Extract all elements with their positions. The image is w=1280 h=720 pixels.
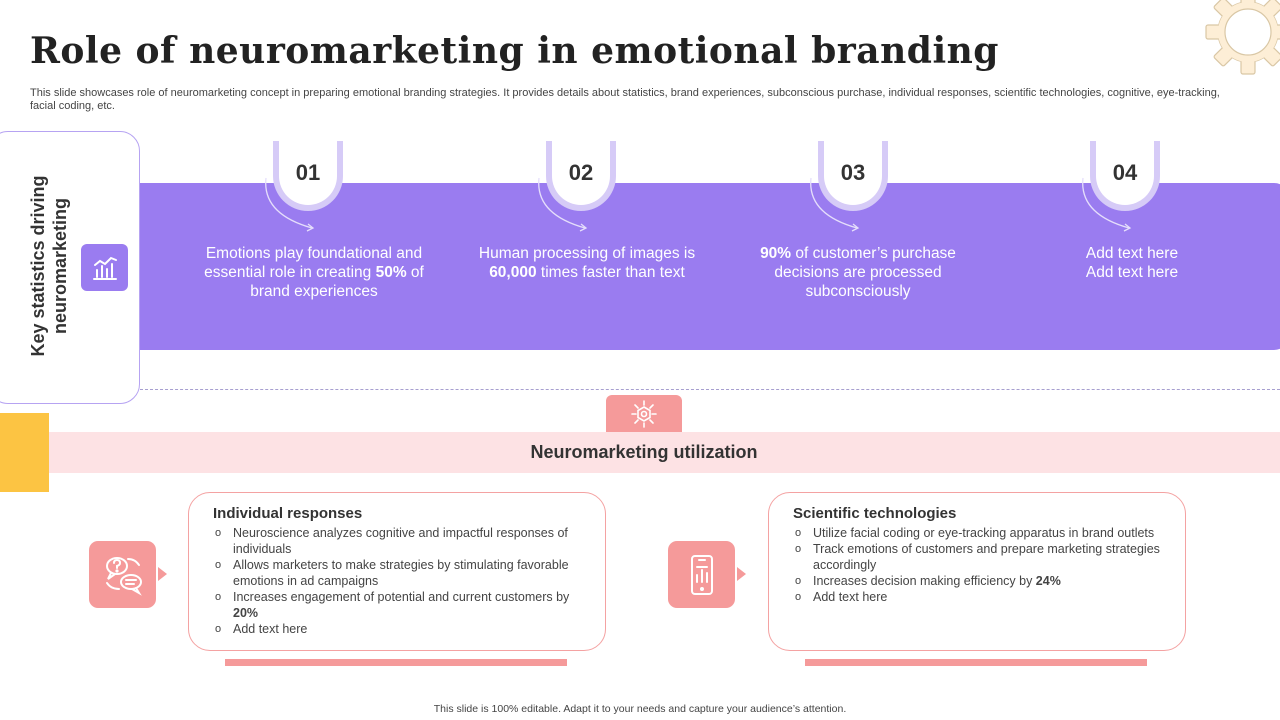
stat-text-02: Human processing of images is 60,000 tim… xyxy=(478,245,696,281)
stat-number-04: 04 xyxy=(1096,141,1154,205)
stat-number-01: 01 xyxy=(279,141,337,205)
utilization-title: Neuromarketing utilization xyxy=(530,442,758,462)
bullet-icon: o xyxy=(215,527,222,539)
page-subtitle: This slide showcases role of neuromarket… xyxy=(30,87,1220,112)
stat-number-tab-03: 03 xyxy=(818,141,888,211)
gear-icon xyxy=(1205,0,1280,75)
side-label: Key statistics driving neuromarketing xyxy=(28,175,70,357)
card-accent-bar xyxy=(805,659,1147,666)
card-title: Scientific technologies xyxy=(793,505,957,522)
curved-arrow-icon xyxy=(1082,177,1132,232)
pointer-arrow xyxy=(158,567,167,581)
footer-note: This slide is 100% editable. Adapt it to… xyxy=(433,703,847,715)
stat-text-03: 90% of customer’s purchase decisions are… xyxy=(760,245,956,300)
bullet-icon: o xyxy=(795,527,802,539)
page-title: Role of neuromarketing in emotional bran… xyxy=(30,30,999,72)
stat-number-02: 02 xyxy=(552,141,610,205)
bar-chart-icon xyxy=(81,244,128,291)
curved-arrow-icon xyxy=(810,177,860,232)
pointer-arrow xyxy=(737,567,746,581)
brain-chip-icon xyxy=(606,395,682,432)
utilization-bar xyxy=(49,432,1280,473)
curved-arrow-icon xyxy=(538,177,588,232)
stat-text-01: Emotions play foundational and essential… xyxy=(204,245,424,300)
curved-arrow-icon xyxy=(265,177,315,232)
card-title: Individual responses xyxy=(213,505,363,522)
bullet-icon: o xyxy=(215,591,222,603)
bullet-icon: o xyxy=(795,543,802,555)
bullet-icon: o xyxy=(215,623,222,635)
stat-number-03: 03 xyxy=(824,141,882,205)
dashed-divider xyxy=(140,389,1280,390)
bullet-icon: o xyxy=(795,575,802,587)
bullet-icon: o xyxy=(795,591,802,603)
stat-number-tab-02: 02 xyxy=(546,141,616,211)
statistics-band xyxy=(140,183,1280,350)
stat-text-04: Add text here Add text here xyxy=(1085,245,1179,281)
card-accent-bar xyxy=(225,659,567,666)
smartphone-data-icon xyxy=(668,541,735,608)
stat-number-tab-01: 01 xyxy=(273,141,343,211)
bullet-icon: o xyxy=(215,559,222,571)
stat-number-tab-04: 04 xyxy=(1090,141,1160,211)
speech-bubbles-question-icon xyxy=(89,541,156,608)
accent-block xyxy=(0,413,49,492)
